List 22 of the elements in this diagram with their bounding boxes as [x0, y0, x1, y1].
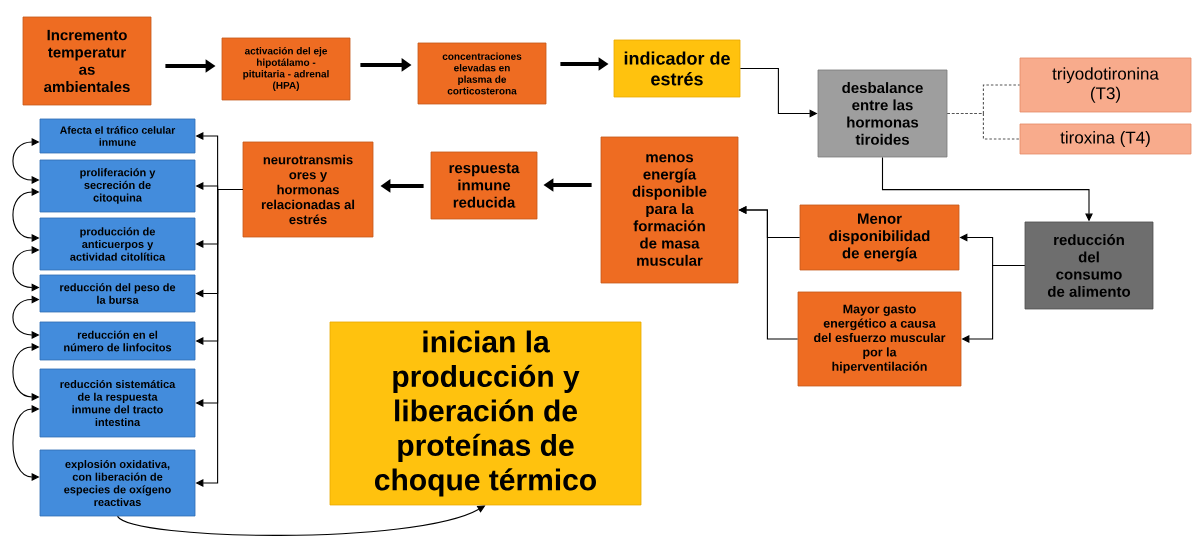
effect-box: reducción del peso de la bursa — [39, 274, 196, 313]
process-box: concentraciones elevadas en plasma de corticosterona — [417, 42, 547, 105]
process-box: menos energía disponible para la formación de masa muscular — [600, 136, 739, 284]
dashed-connector — [946, 112, 1021, 140]
process-box: desbalance entre las hormonas tiroides — [817, 69, 948, 158]
note-box: tiroxina (T4) — [1019, 123, 1192, 155]
process-box: Menor disponibilidad de energía — [799, 204, 960, 271]
effect-box: proliferación y secreción de citoquina — [39, 159, 196, 213]
process-box: Mayor gasto energético a causa del esfuerzo muscular por la hiperventilación — [797, 291, 962, 387]
effect-box: reducción en el número de linfocitos — [39, 321, 196, 361]
note-box: triyodotironina (T3) — [1019, 57, 1192, 113]
process-box: respuesta inmune reducida — [430, 151, 538, 220]
process-box: Incremento temperatur as ambientales — [22, 16, 152, 106]
effect-box: producción de anticuerpos y actividad citolítica — [39, 217, 196, 271]
process-box: neurotransmis ores y hormonas relacionadas al estrés — [242, 141, 374, 238]
effect-box: explosión oxidativa, con liberación de especies de oxígeno reactivas — [39, 449, 196, 517]
effect-box: reducción sistemática de la respuesta inmune del tracto intestina — [39, 368, 196, 438]
highlight-box: indicador de estrés — [613, 39, 741, 98]
process-box: activación del eje hipotálamo - pituitaria - adrenal (HPA) — [221, 37, 351, 101]
highlight-box: inician la producción y liberación de proteínas de choque térmico — [329, 321, 642, 506]
effect-box: Afecta el tráfico celular inmune — [39, 118, 196, 154]
process-box: reducción del consumo de alimento — [1024, 221, 1154, 310]
